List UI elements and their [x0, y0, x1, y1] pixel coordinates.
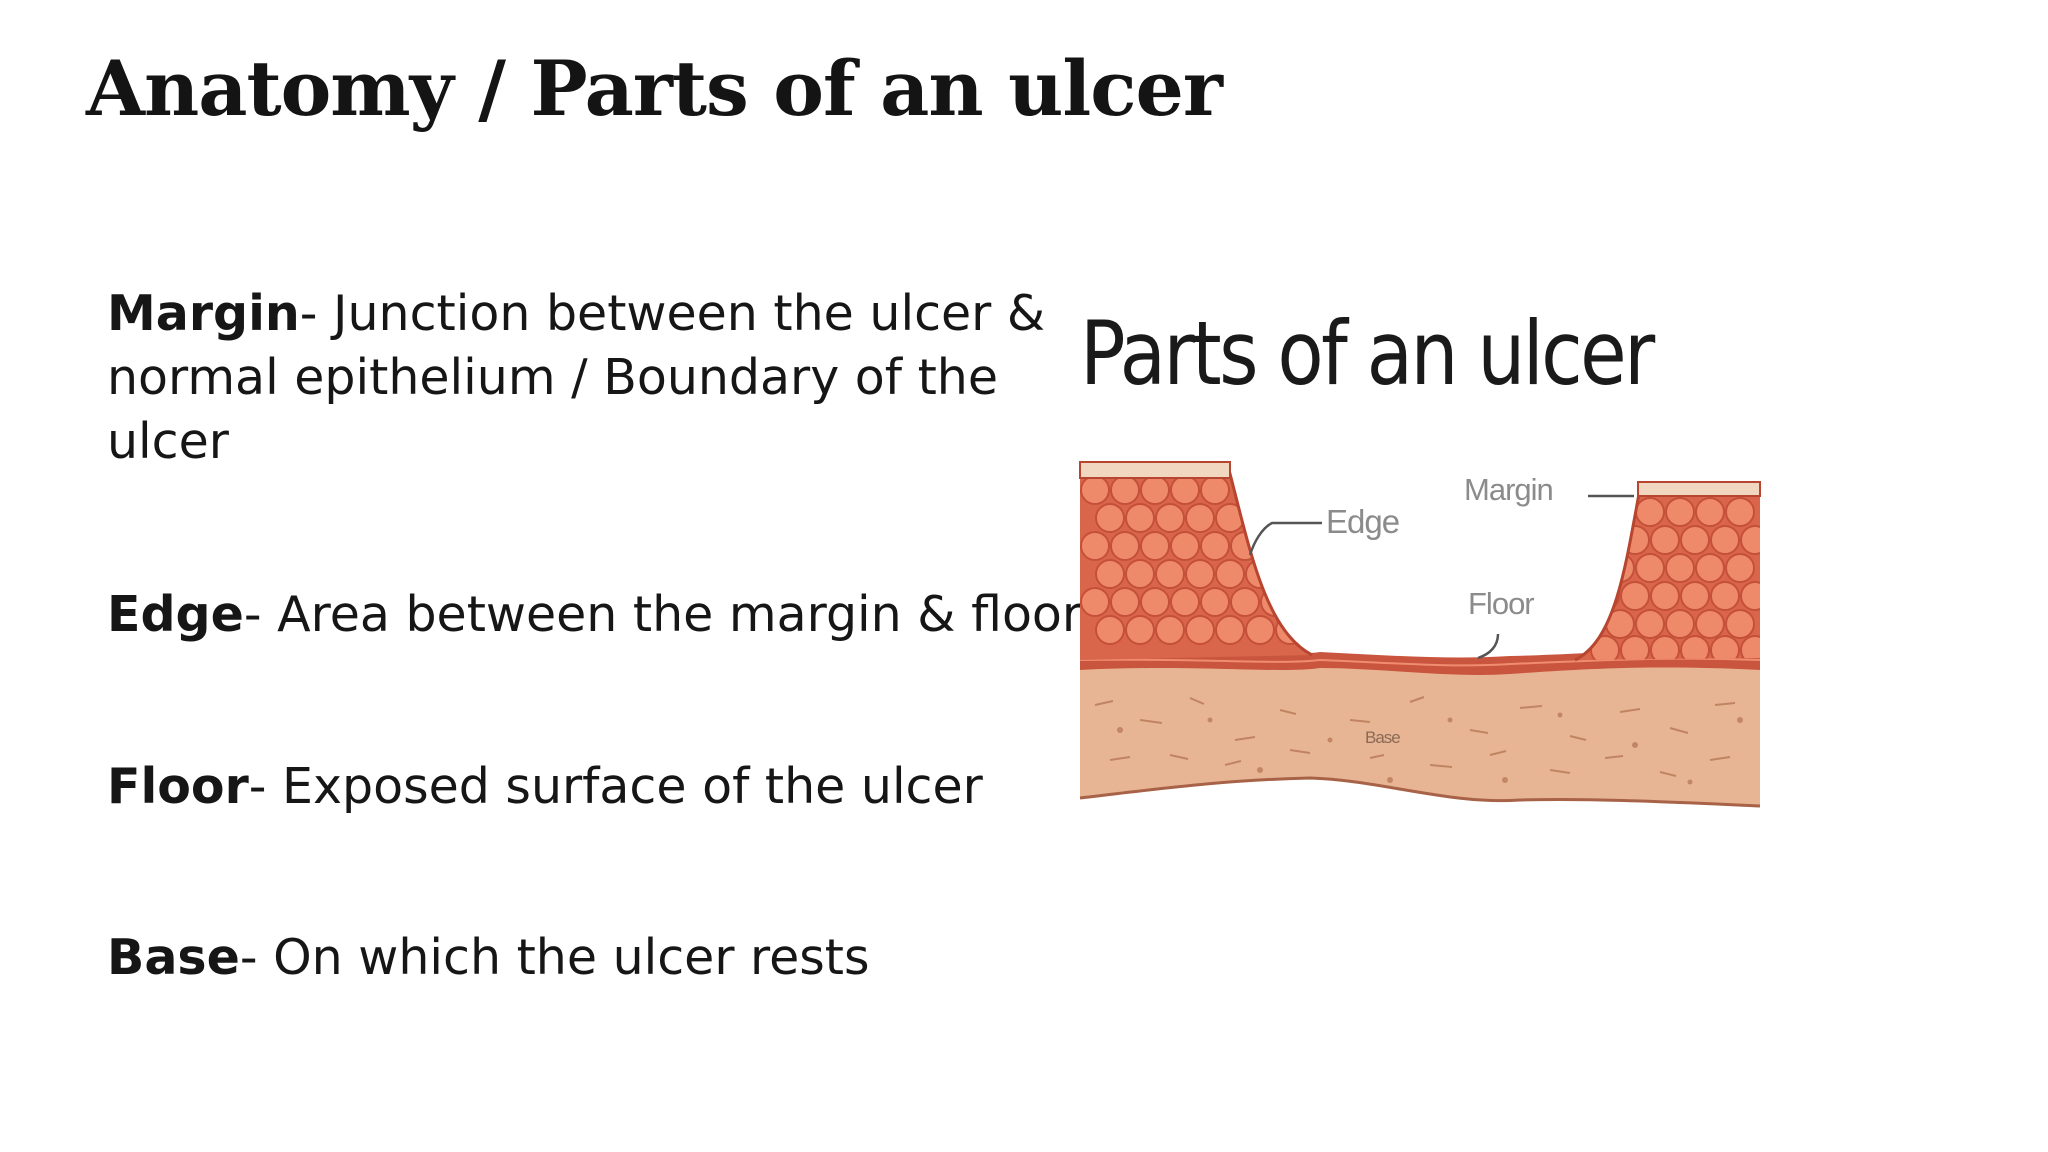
- definition-margin-text: - Junction between the ulcer & normal ep…: [107, 285, 1046, 470]
- term-floor: Floor: [107, 758, 249, 815]
- left-epithelium: [1079, 461, 1231, 479]
- definition-floor: Floor- Exposed surface of the ulcer: [107, 755, 1087, 819]
- definition-base: Base- On which the ulcer rests: [107, 926, 1087, 990]
- term-margin: Margin: [107, 285, 300, 342]
- diagram-title: Parts of an ulcer: [1080, 302, 1655, 405]
- ulcer-diagram: Parts of an ulcer Edge Margin Floor Base: [1050, 250, 1850, 870]
- definition-floor-text: - Exposed surface of the ulcer: [248, 758, 983, 815]
- term-base: Base: [107, 929, 240, 986]
- definition-margin: Margin- Junction between the ulcer & nor…: [107, 282, 1087, 474]
- edge-leader-line: [1248, 521, 1322, 556]
- slide-title: Anatomy / Parts of an ulcer: [86, 44, 1223, 133]
- base-speckles: [1117, 712, 1743, 785]
- base-texture: [1094, 696, 1736, 777]
- term-edge: Edge: [107, 586, 244, 643]
- label-edge: Edge: [1326, 503, 1400, 540]
- label-margin: Margin: [1464, 472, 1554, 507]
- definition-edge-text: - Area between the margin & floor: [243, 586, 1083, 643]
- definition-edge: Edge- Area between the margin & floor: [107, 583, 1087, 647]
- ulcer-cross-section: [1079, 461, 1761, 808]
- base-layer: [1080, 662, 1760, 806]
- left-cell-pattern: [1080, 475, 1305, 645]
- floor-leader-line: [1477, 633, 1500, 660]
- label-floor: Floor: [1468, 586, 1535, 621]
- right-epithelium: [1637, 481, 1761, 497]
- label-base: Base: [1365, 728, 1401, 747]
- definition-base-text: - On which the ulcer rests: [239, 929, 870, 986]
